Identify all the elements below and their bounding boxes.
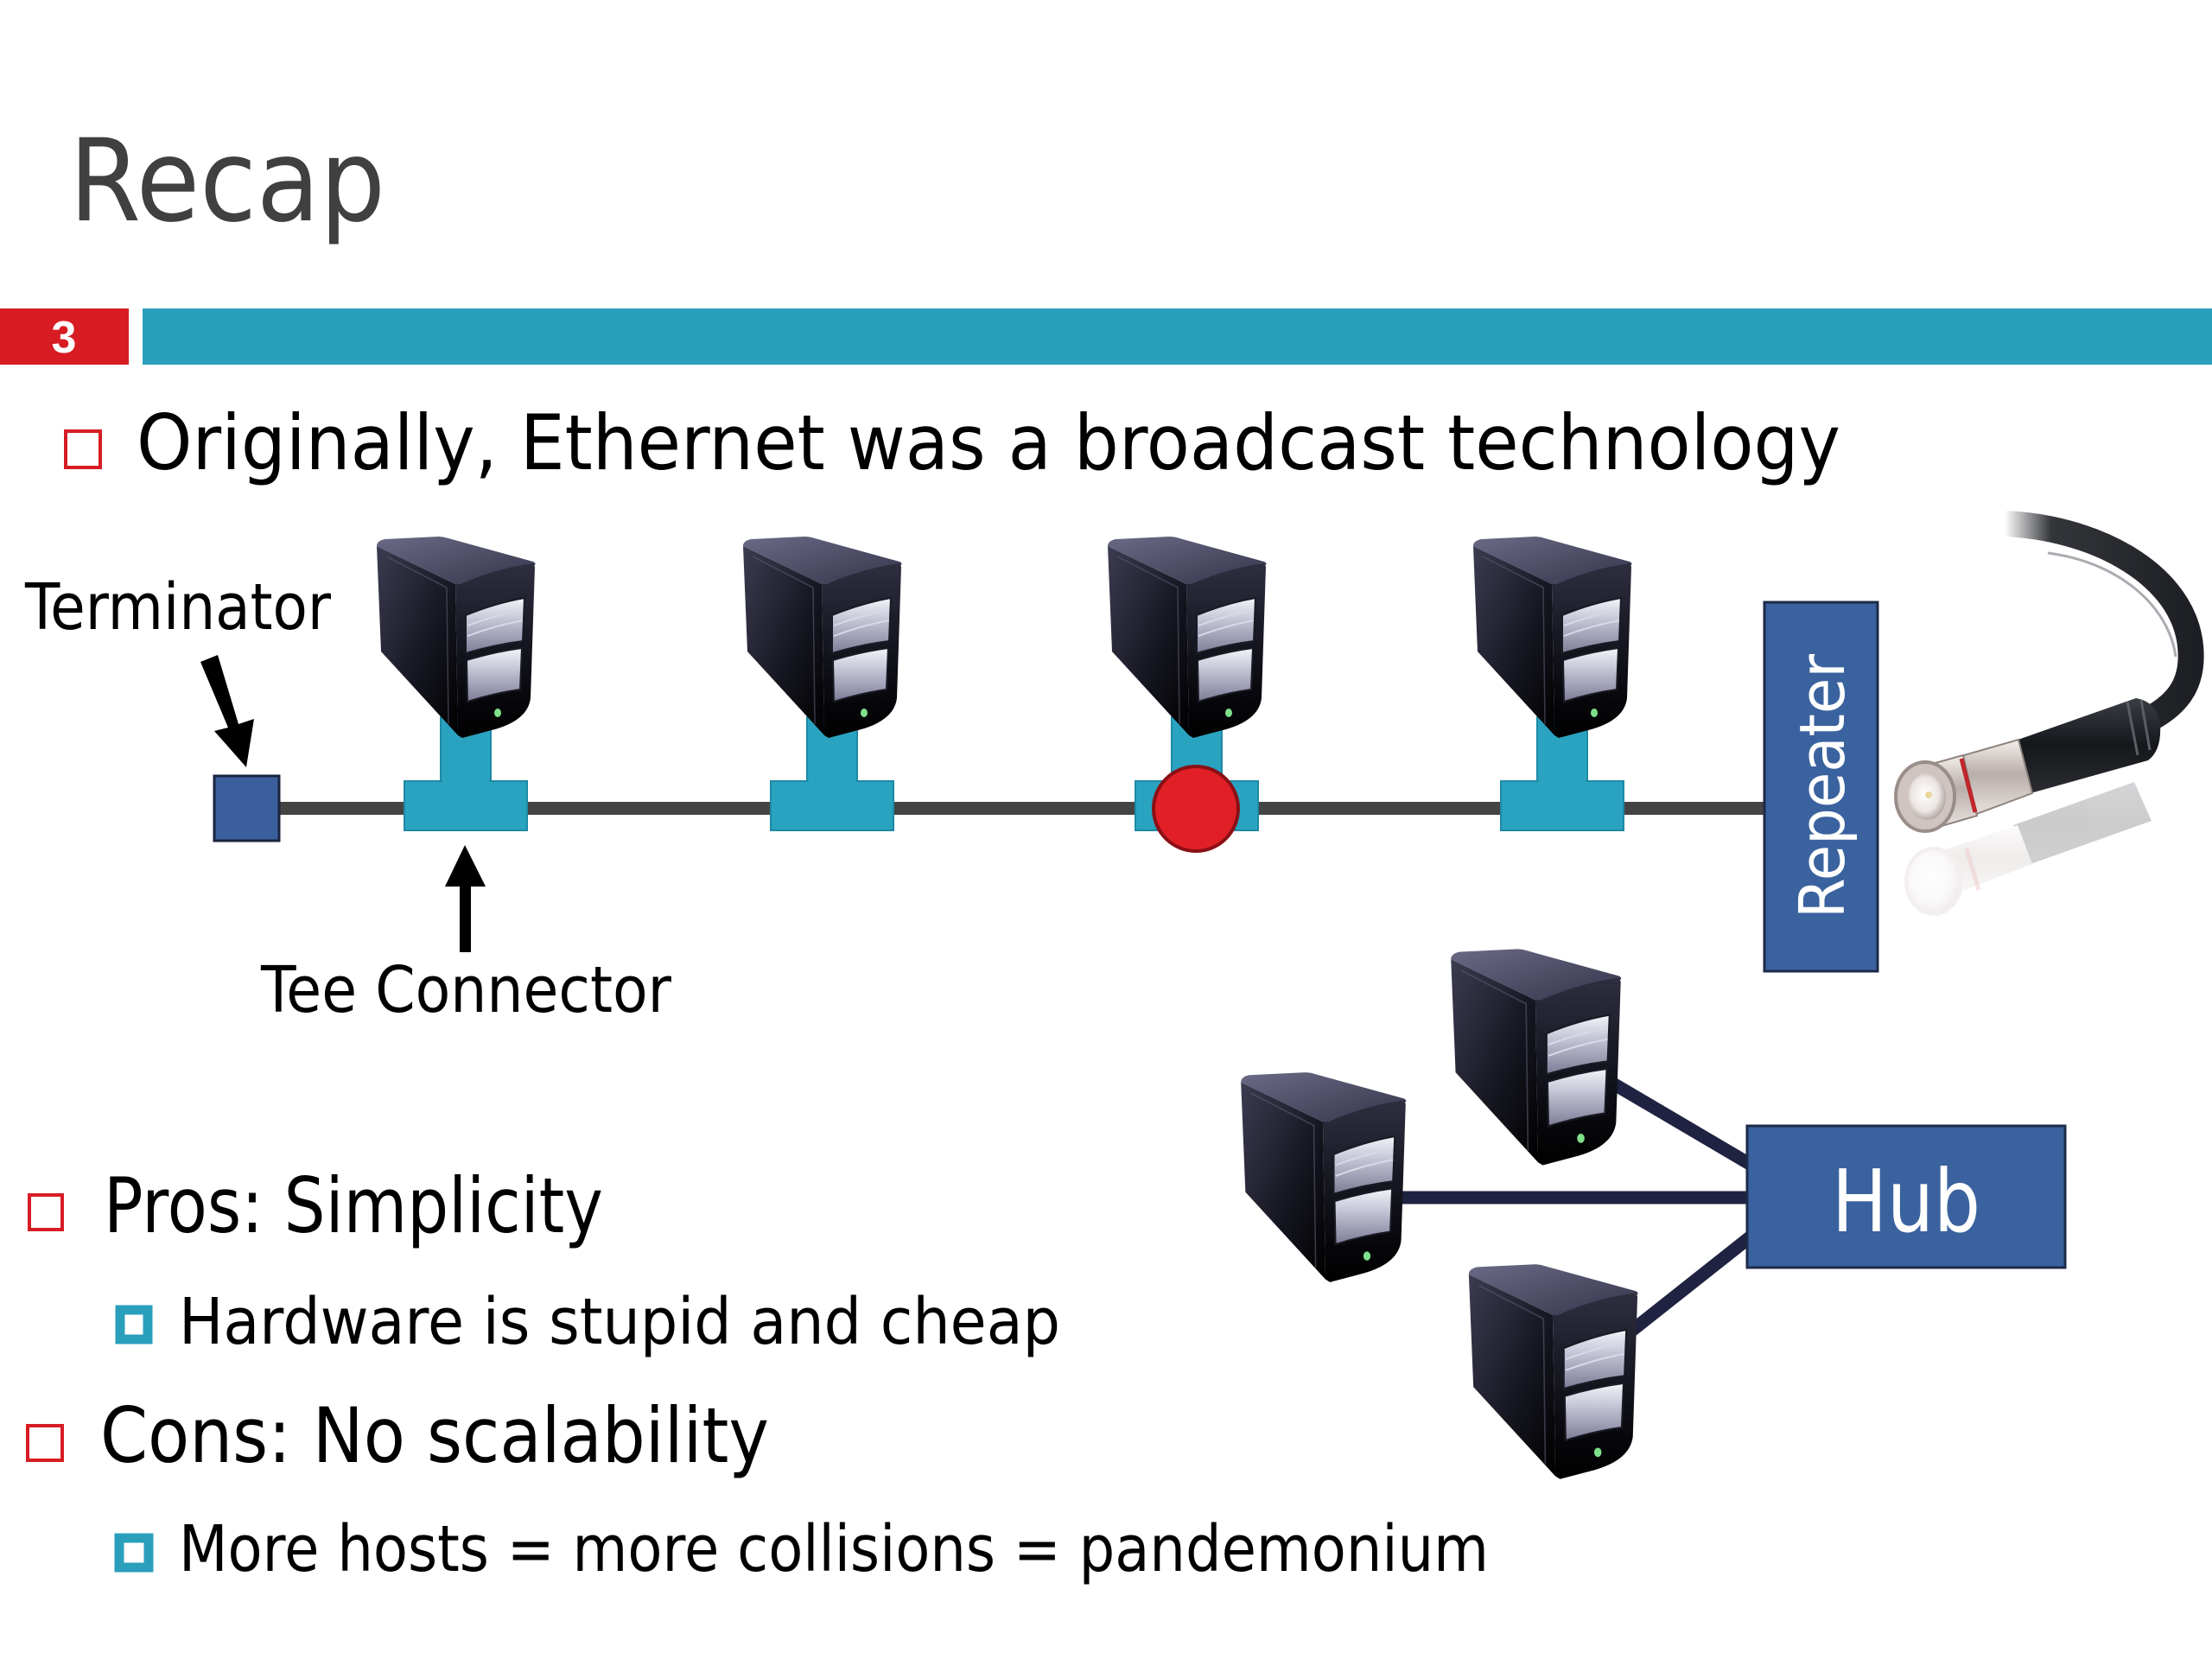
bullet-text: Cons: No scalability bbox=[100, 1391, 769, 1480]
tee-connector-label: Tee Connector bbox=[260, 953, 671, 1027]
bus-cable bbox=[276, 802, 1766, 815]
computer-tower-icon bbox=[1240, 1071, 1408, 1283]
hub-block bbox=[1745, 1124, 2067, 1269]
sub-bullet-text: More hosts = more collisions = pandemoni… bbox=[179, 1512, 1489, 1586]
computer-tower-icon bbox=[742, 536, 903, 739]
hub-link bbox=[1604, 1074, 1758, 1173]
tee-connector-arrow-icon bbox=[445, 845, 486, 952]
repeater-block bbox=[1763, 601, 1879, 973]
slide-number: 3 bbox=[52, 313, 77, 363]
computer-tower-icon bbox=[1450, 948, 1623, 1166]
filled-square-bullet-icon bbox=[114, 1533, 154, 1573]
hollow-square-bullet-icon bbox=[64, 429, 102, 469]
hub-link bbox=[1625, 1229, 1758, 1338]
terminator-label: Terminator bbox=[24, 570, 331, 645]
tee-connector bbox=[404, 716, 528, 831]
hollow-square-bullet-icon bbox=[26, 1424, 64, 1462]
terminator-arrow-icon bbox=[200, 655, 254, 767]
slide-number-bar bbox=[0, 308, 129, 365]
bus-diagram: Terminator Te bbox=[24, 511, 2204, 1027]
hub-label: Hub bbox=[1832, 1151, 1980, 1252]
repeater-label: Repeater bbox=[1786, 654, 1859, 918]
filled-square-bullet-icon bbox=[115, 1305, 153, 1344]
computer-tower-icon bbox=[1467, 1263, 1639, 1480]
accent-bar bbox=[143, 308, 2212, 365]
collision-marker bbox=[1152, 765, 1240, 853]
computer-tower-icon bbox=[1472, 536, 1633, 739]
tee-connector bbox=[1500, 716, 1624, 831]
hollow-square-bullet-icon bbox=[28, 1193, 64, 1231]
sub-bullet-text: Hardware is stupid and cheap bbox=[179, 1285, 1060, 1359]
computer-tower-icon bbox=[376, 536, 537, 739]
terminator-block bbox=[213, 774, 281, 842]
slide-title: Recap bbox=[69, 115, 385, 248]
bullet-text: Pros: Simplicity bbox=[104, 1161, 603, 1250]
bullet-text: Originally, Ethernet was a broadcast tec… bbox=[137, 398, 1840, 487]
computer-tower-icon bbox=[1107, 536, 1268, 739]
hub-diagram: Hub bbox=[1240, 948, 2067, 1480]
bnc-cable-photo bbox=[1894, 511, 2204, 916]
